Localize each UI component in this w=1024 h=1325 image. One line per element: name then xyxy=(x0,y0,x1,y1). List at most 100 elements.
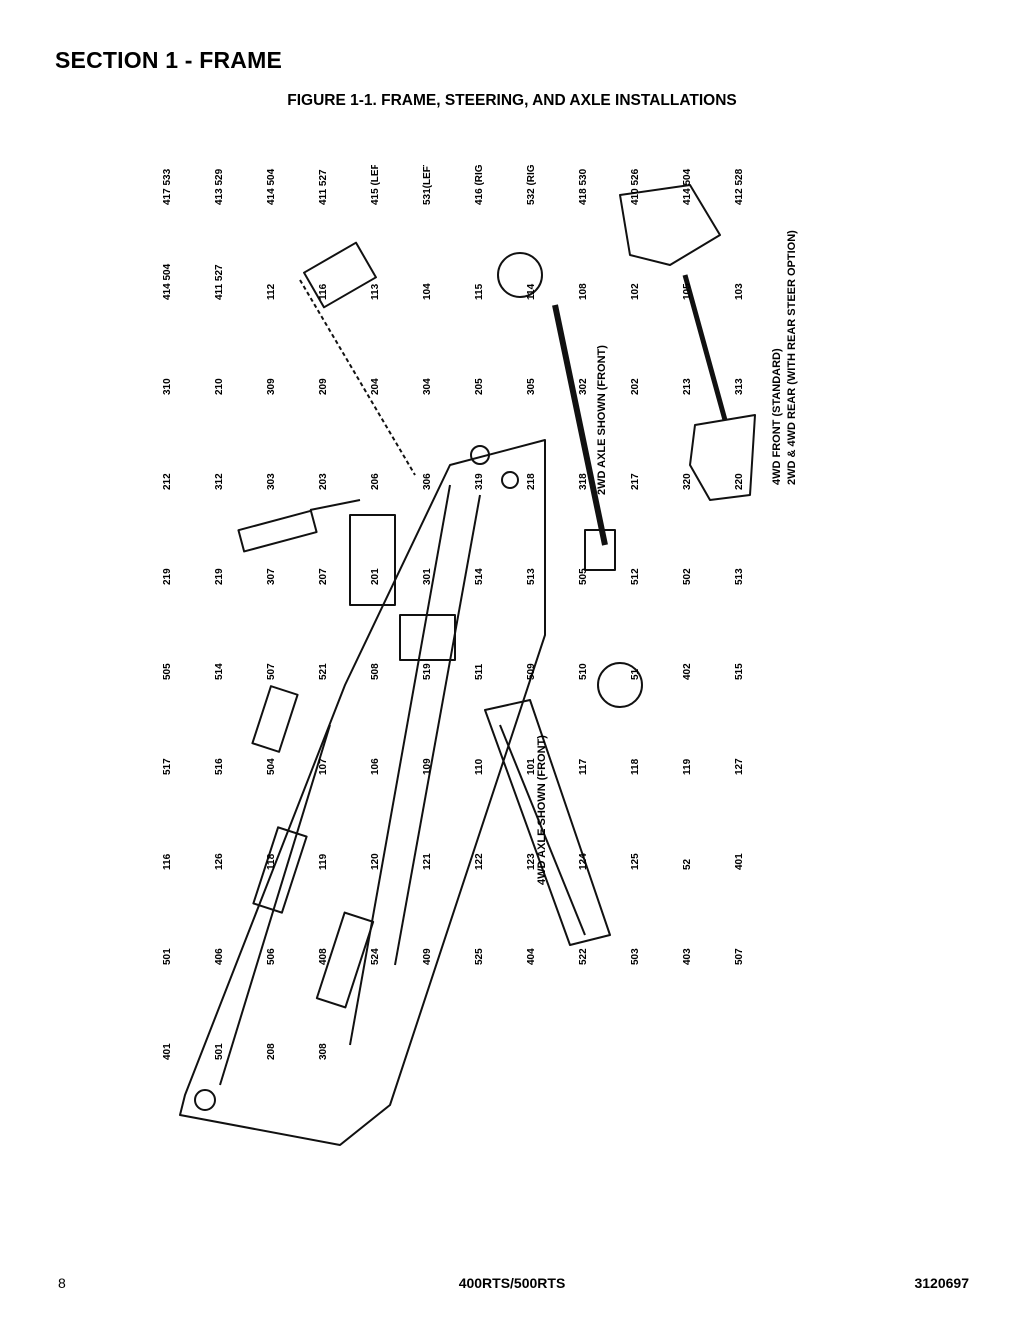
callout-number: 303 xyxy=(266,473,277,490)
callout-number: 411 527 xyxy=(318,169,329,205)
callout-number: 122 xyxy=(474,853,485,870)
label-axle-4wd: 4WD AXLE SHOWN (FRONT) xyxy=(536,735,548,885)
callout-number: 203 xyxy=(318,473,329,490)
axle-4wd-beam xyxy=(484,699,611,946)
callout-number: 117 xyxy=(578,758,589,775)
callout-number: 105 xyxy=(682,283,693,300)
steer-knuckle xyxy=(584,529,616,571)
frame-crossmember-3 xyxy=(315,911,375,1009)
callout-number: 118 xyxy=(266,853,277,870)
hub-top xyxy=(497,252,543,298)
callout-number: 403 xyxy=(682,948,693,965)
callout-number: 205 xyxy=(474,378,485,395)
callout-number: 416 (RIGHT) xyxy=(474,165,485,205)
cylinder-rod xyxy=(309,499,361,511)
callout-number: 212 xyxy=(162,473,173,490)
callout-number: 213 xyxy=(682,378,693,395)
label-4wd-front-standard: 4WD FRONT (STANDARD) xyxy=(771,348,783,485)
callout-number: 507 xyxy=(266,663,277,680)
callout-number: 209 xyxy=(318,378,329,395)
frame-rail-inner xyxy=(349,484,451,1046)
callout-number: 114 xyxy=(526,283,537,300)
callout-number: 307 xyxy=(266,568,277,585)
label-rear-steer-option: 2WD & 4WD REAR (WITH REAR STEER OPTION) xyxy=(786,230,798,485)
callout-number: 210 xyxy=(214,378,225,395)
callout-number: 119 xyxy=(318,853,329,870)
callout-number: 417 533 xyxy=(162,168,173,205)
callout-number: 108 xyxy=(578,283,589,300)
callout-number: 208 xyxy=(266,1043,277,1060)
callout-number: 219 xyxy=(162,568,173,585)
callout-number: 414 504 xyxy=(162,263,173,300)
callout-number: 103 xyxy=(734,283,745,300)
callout-number: 201 xyxy=(370,568,381,585)
callout-number: 121 xyxy=(422,853,433,870)
model-name: 400RTS/500RTS xyxy=(458,1275,566,1291)
frame-exploded-diagram: 2WD AXLE SHOWN (FRONT) 4WD AXLE SHOWN (F… xyxy=(150,165,830,1165)
callout-number: 532 (RIGHT) xyxy=(526,165,537,205)
frame-hole-2 xyxy=(470,445,490,465)
callout-number: 505 xyxy=(578,568,589,585)
callout-number: 418 530 xyxy=(578,168,589,205)
callout-number: 107 xyxy=(318,758,329,775)
callout-number: 412 528 xyxy=(734,168,745,205)
callout-number: 404 xyxy=(526,948,537,965)
callout-number: 306 xyxy=(422,473,433,490)
callout-number: 514 xyxy=(474,568,485,585)
main-frame xyxy=(179,439,546,1146)
callout-number: 504 xyxy=(266,758,277,775)
callout-number: 308 xyxy=(318,1043,329,1060)
axle-2wd-shaft xyxy=(552,304,608,546)
callout-number: 401 xyxy=(162,1043,173,1060)
callout-number: 509 xyxy=(526,663,537,680)
callout-number: 116 xyxy=(162,853,173,870)
callout-number: 301 xyxy=(422,568,433,585)
callout-number: 411 527 xyxy=(214,264,225,300)
callout-number: 501 xyxy=(214,1043,225,1060)
diagram-line-art xyxy=(179,184,756,1146)
callout-number: 502 xyxy=(682,568,693,585)
callout-number: 116 xyxy=(318,283,329,300)
callout-number: 521 xyxy=(318,663,329,680)
frame-rail-mid xyxy=(394,494,481,966)
callout-number: 118 xyxy=(630,758,641,775)
callout-number: 106 xyxy=(370,758,381,775)
callout-number: 126 xyxy=(214,853,225,870)
callout-number: 517 xyxy=(162,758,173,775)
callout-number: 51 xyxy=(630,668,641,680)
callout-number: 217 xyxy=(630,473,641,490)
callout-number: 101 xyxy=(526,758,537,775)
callout-number: 319 xyxy=(474,473,485,490)
callout-number: 313 xyxy=(734,378,745,395)
callout-number: 109 xyxy=(422,758,433,775)
callout-number: 206 xyxy=(370,473,381,490)
callout-number: 519 xyxy=(422,663,433,680)
callout-number: 124 xyxy=(578,853,589,870)
callout-number: 413 529 xyxy=(214,168,225,205)
callout-number: 414 504 xyxy=(682,168,693,205)
callout-number: 218 xyxy=(526,473,537,490)
callout-number: 512 xyxy=(630,568,641,585)
callout-number: 402 xyxy=(682,663,693,680)
figure-title: FIGURE 1-1. FRAME, STEERING, AND AXLE IN… xyxy=(287,92,737,109)
axle-4wd-web xyxy=(499,724,586,936)
callout-number: 414 504 xyxy=(266,168,277,205)
callout-number: 102 xyxy=(630,283,641,300)
callout-number: 310 xyxy=(162,378,173,395)
callout-number: 220 xyxy=(734,473,745,490)
linkage-leader xyxy=(299,279,416,476)
callout-number: 513 xyxy=(734,568,745,585)
axle-4wd-shaft xyxy=(682,274,728,421)
callout-number: 401 xyxy=(734,853,745,870)
callout-number: 202 xyxy=(630,378,641,395)
callout-number: 415 (LEFT) xyxy=(370,165,381,205)
section-title: SECTION 1 - FRAME xyxy=(55,47,283,73)
callout-number: 505 xyxy=(162,663,173,680)
callout-number: 119 xyxy=(682,758,693,775)
hub-bottom xyxy=(597,662,643,708)
steering-cylinder xyxy=(237,509,318,553)
callout-number: 408 xyxy=(318,948,329,965)
callout-number: 112 xyxy=(266,283,277,300)
callout-number: 320 xyxy=(682,473,693,490)
callout-number: 207 xyxy=(318,568,329,585)
